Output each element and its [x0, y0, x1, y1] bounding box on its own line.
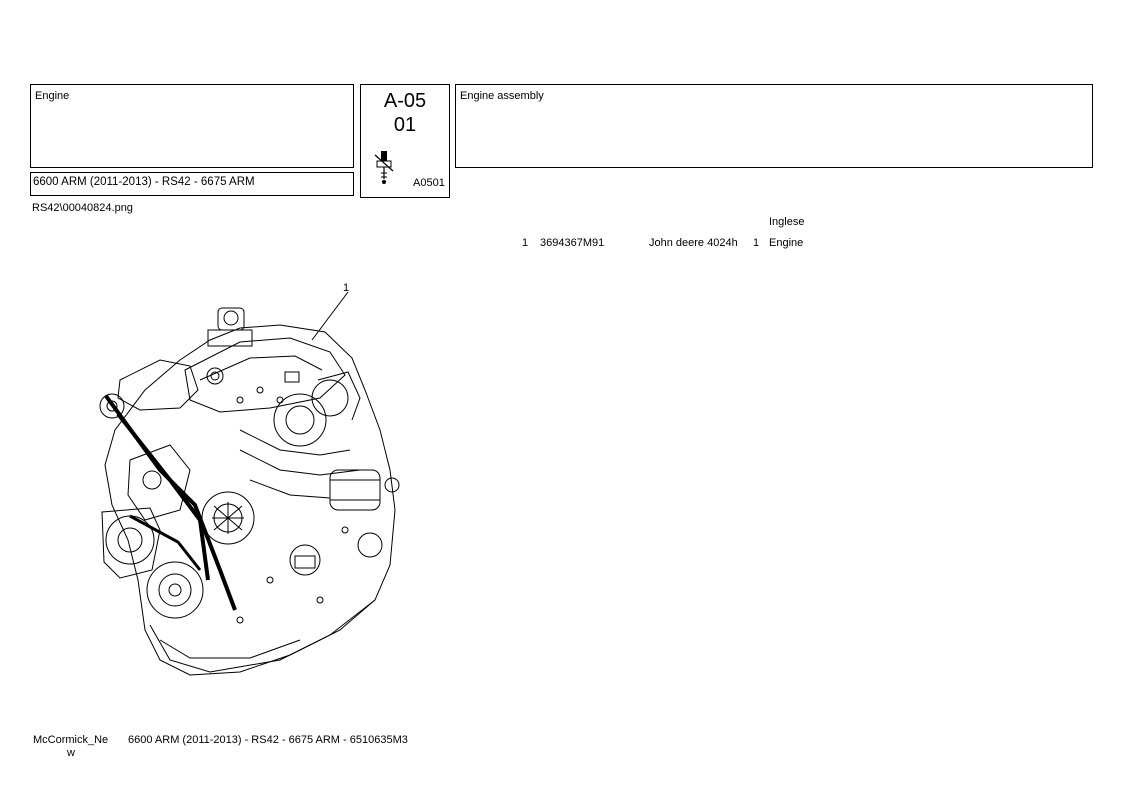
- model-line-box: 6600 ARM (2011-2013) - RS42 - 6675 ARM: [30, 172, 354, 196]
- description: Engine assembly: [460, 90, 544, 102]
- group-title-box: Engine: [30, 84, 354, 168]
- section-code: A-05: [383, 90, 427, 112]
- row-note: John deere 4024h: [649, 237, 737, 249]
- engine-drawing: [99, 291, 400, 676]
- row-qty: 1: [753, 237, 760, 249]
- row-description: Engine: [769, 237, 804, 249]
- model-line: 6600 ARM (2011-2013) - RS42 - 6675 ARM: [33, 176, 255, 188]
- section-code-box: A-05 01 A0501: [360, 84, 450, 198]
- language-header: Inglese: [769, 216, 805, 228]
- footer-brand-line1: McCormick_Ne: [33, 734, 109, 746]
- section-symbol-icon: [374, 151, 394, 184]
- footer-catalog-line: 6600 ARM (2011-2013) - RS42 - 6675 ARM -…: [128, 734, 408, 746]
- row-ref: 1: [522, 237, 529, 249]
- callout-label: 1: [343, 282, 350, 294]
- image-filename: RS42\00040824.png: [32, 202, 133, 214]
- group-title: Engine: [35, 90, 70, 102]
- row-part-number: 3694367M91: [540, 237, 605, 249]
- section-sub: 01: [393, 114, 417, 136]
- section-ref: A0501: [413, 177, 445, 189]
- footer-brand-line2: w: [67, 747, 75, 759]
- description-box: Engine assembly: [455, 84, 1093, 168]
